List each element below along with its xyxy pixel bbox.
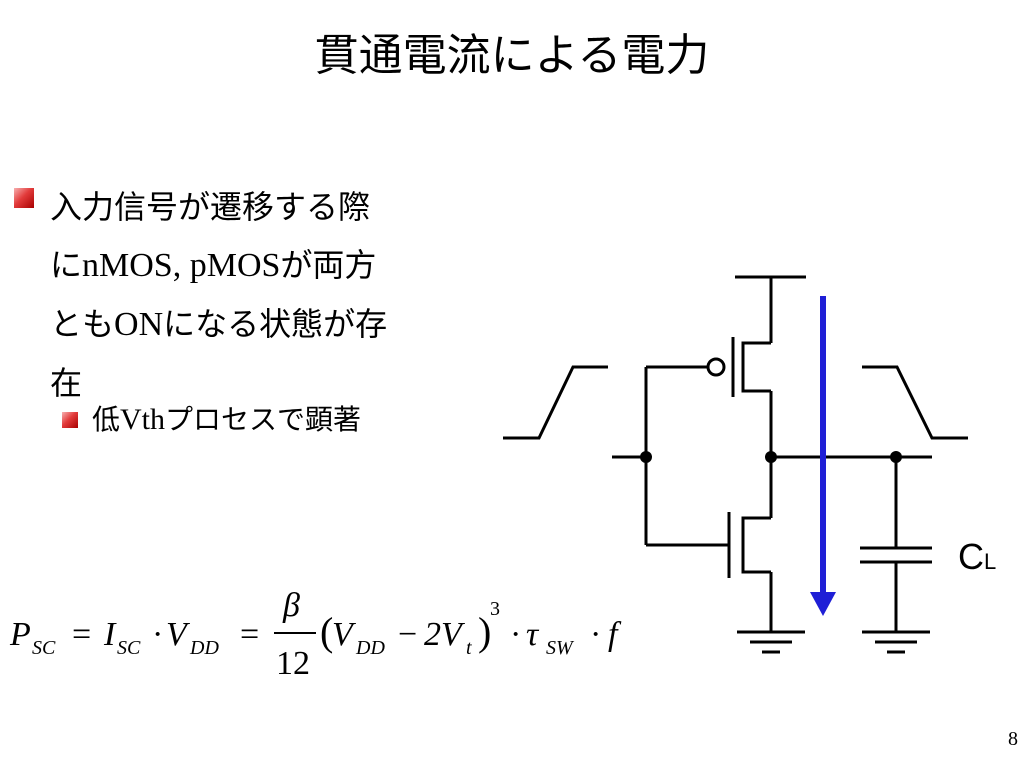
- slide-title: 貫通電流による電力: [314, 30, 710, 81]
- formula-f: f: [608, 616, 622, 653]
- formula-p: P: [9, 616, 31, 653]
- sub-bullet-square-icon: [62, 412, 78, 428]
- formula-beta: β: [282, 587, 300, 624]
- bullet-main-line3-pre: とも: [50, 305, 115, 343]
- formula-i: I: [103, 616, 117, 653]
- bullet-square-icon: [14, 188, 34, 208]
- formula-i-sub: SC: [117, 637, 141, 659]
- bullet-sub-text: 低Vthプロセスで顕著: [92, 398, 361, 442]
- page-number: 8: [1008, 728, 1018, 750]
- bullet-main-line3-latin: ON: [114, 306, 164, 343]
- bullet-main-line2: にnMOS, pMOSが両方: [50, 236, 500, 295]
- bullet-main-line2-post: が両方: [280, 246, 377, 284]
- formula-v2: V: [332, 616, 357, 653]
- nmos-channel: [741, 516, 771, 574]
- cap-junction-dot: [890, 451, 902, 463]
- bullet-main-line2-pre: に: [50, 246, 83, 284]
- formula-lparen: (: [320, 609, 333, 654]
- formula-cube: 3: [490, 598, 500, 620]
- formula-2v: 2V: [424, 616, 466, 653]
- formula-rparen: ): [478, 609, 491, 654]
- bullet-main-line1: 入力信号が遷移する際: [50, 188, 371, 226]
- bullet-sub-pre: 低: [92, 403, 121, 436]
- bullet-sub-post: プロセスで顕著: [165, 403, 362, 436]
- formula-dot2: ·: [510, 616, 521, 653]
- formula-dot1: ·: [152, 616, 163, 653]
- formula-dot3: ·: [590, 616, 601, 653]
- formula-denominator: 12: [276, 645, 310, 682]
- bullet-main-line3: ともONになる状態が存: [50, 295, 500, 354]
- formula-v2-sub: DD: [355, 637, 385, 659]
- arrow-head-icon: [810, 592, 836, 616]
- formula-v-sub: DD: [189, 637, 219, 659]
- formula-tau: τ: [526, 616, 540, 653]
- pmos-channel: [741, 341, 771, 393]
- formula-minus: −: [398, 616, 417, 653]
- formula-v: V: [166, 616, 191, 653]
- bullet-sub-latin: Vth: [120, 403, 166, 436]
- formula-tau-sub: SW: [546, 637, 575, 659]
- formula-p-sub: SC: [32, 637, 56, 659]
- capacitor-label: CL: [958, 536, 996, 578]
- formula-t-sub: t: [466, 637, 472, 659]
- output-falling-waveform: [862, 365, 968, 440]
- capacitor-label-main: C: [958, 536, 984, 577]
- formula-eq2: =: [240, 616, 259, 653]
- bullet-main-line4: 在: [50, 364, 83, 402]
- input-rising-waveform: [503, 365, 608, 440]
- formula-eq1: =: [72, 616, 91, 653]
- bullet-main-text: 入力信号が遷移する際 にnMOS, pMOSが両方 ともONになる状態が存 在: [50, 178, 500, 412]
- capacitor-label-sub: L: [984, 549, 997, 574]
- input-junction-dot: [640, 451, 652, 463]
- bullet-main-line3-post: になる状態が存: [163, 305, 388, 343]
- bullet-main: 入力信号が遷移する際 にnMOS, pMOSが両方 ともONになる状態が存 在: [14, 178, 504, 412]
- bullet-main-line2-latin: nMOS, pMOS: [82, 247, 281, 284]
- bullet-sub: 低Vthプロセスで顕著: [62, 398, 361, 442]
- output-junction-dot: [765, 451, 777, 463]
